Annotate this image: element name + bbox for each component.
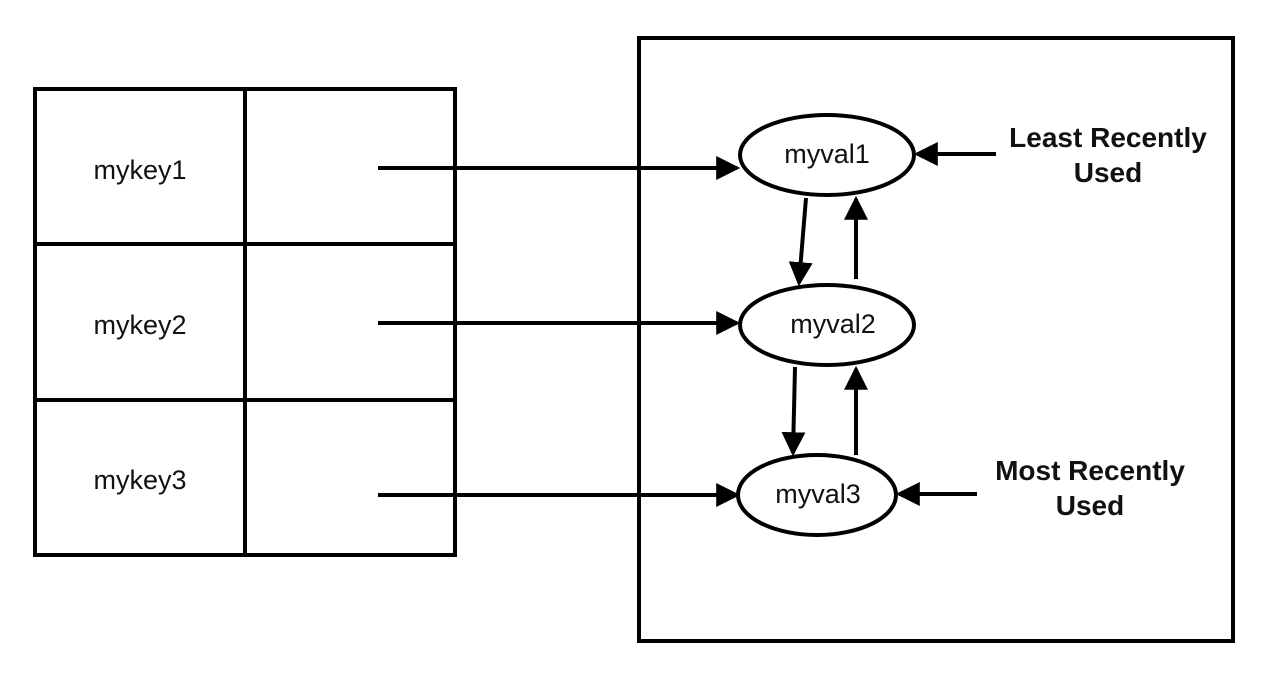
mru-label-group: Most Recently Used <box>895 455 1185 521</box>
node-2-label: myval2 <box>790 309 876 339</box>
link-node1-to-node2 <box>788 197 813 287</box>
linked-list-container <box>637 36 1235 643</box>
linked-list-nodes: myval1 myval2 myval3 <box>736 113 916 537</box>
pointer-arrows <box>378 156 741 507</box>
mru-label: Most Recently <box>995 455 1185 486</box>
hash-key-3: mykey3 <box>93 465 186 495</box>
hash-table: mykey1 mykey2 mykey3 <box>33 87 457 557</box>
node-links <box>781 195 868 457</box>
lru-label: Used <box>1074 157 1142 188</box>
lru-label-group: Least Recently Used <box>913 122 1207 188</box>
hash-key-1: mykey1 <box>93 155 186 185</box>
hash-key-2: mykey2 <box>93 310 186 340</box>
mru-label: Used <box>1056 490 1124 521</box>
node-1-label: myval1 <box>784 139 870 169</box>
link-node2-to-node3 <box>781 366 806 457</box>
node-2 <box>738 283 916 367</box>
lru-label: Least Recently <box>1009 122 1207 153</box>
node-3-label: myval3 <box>775 479 861 509</box>
